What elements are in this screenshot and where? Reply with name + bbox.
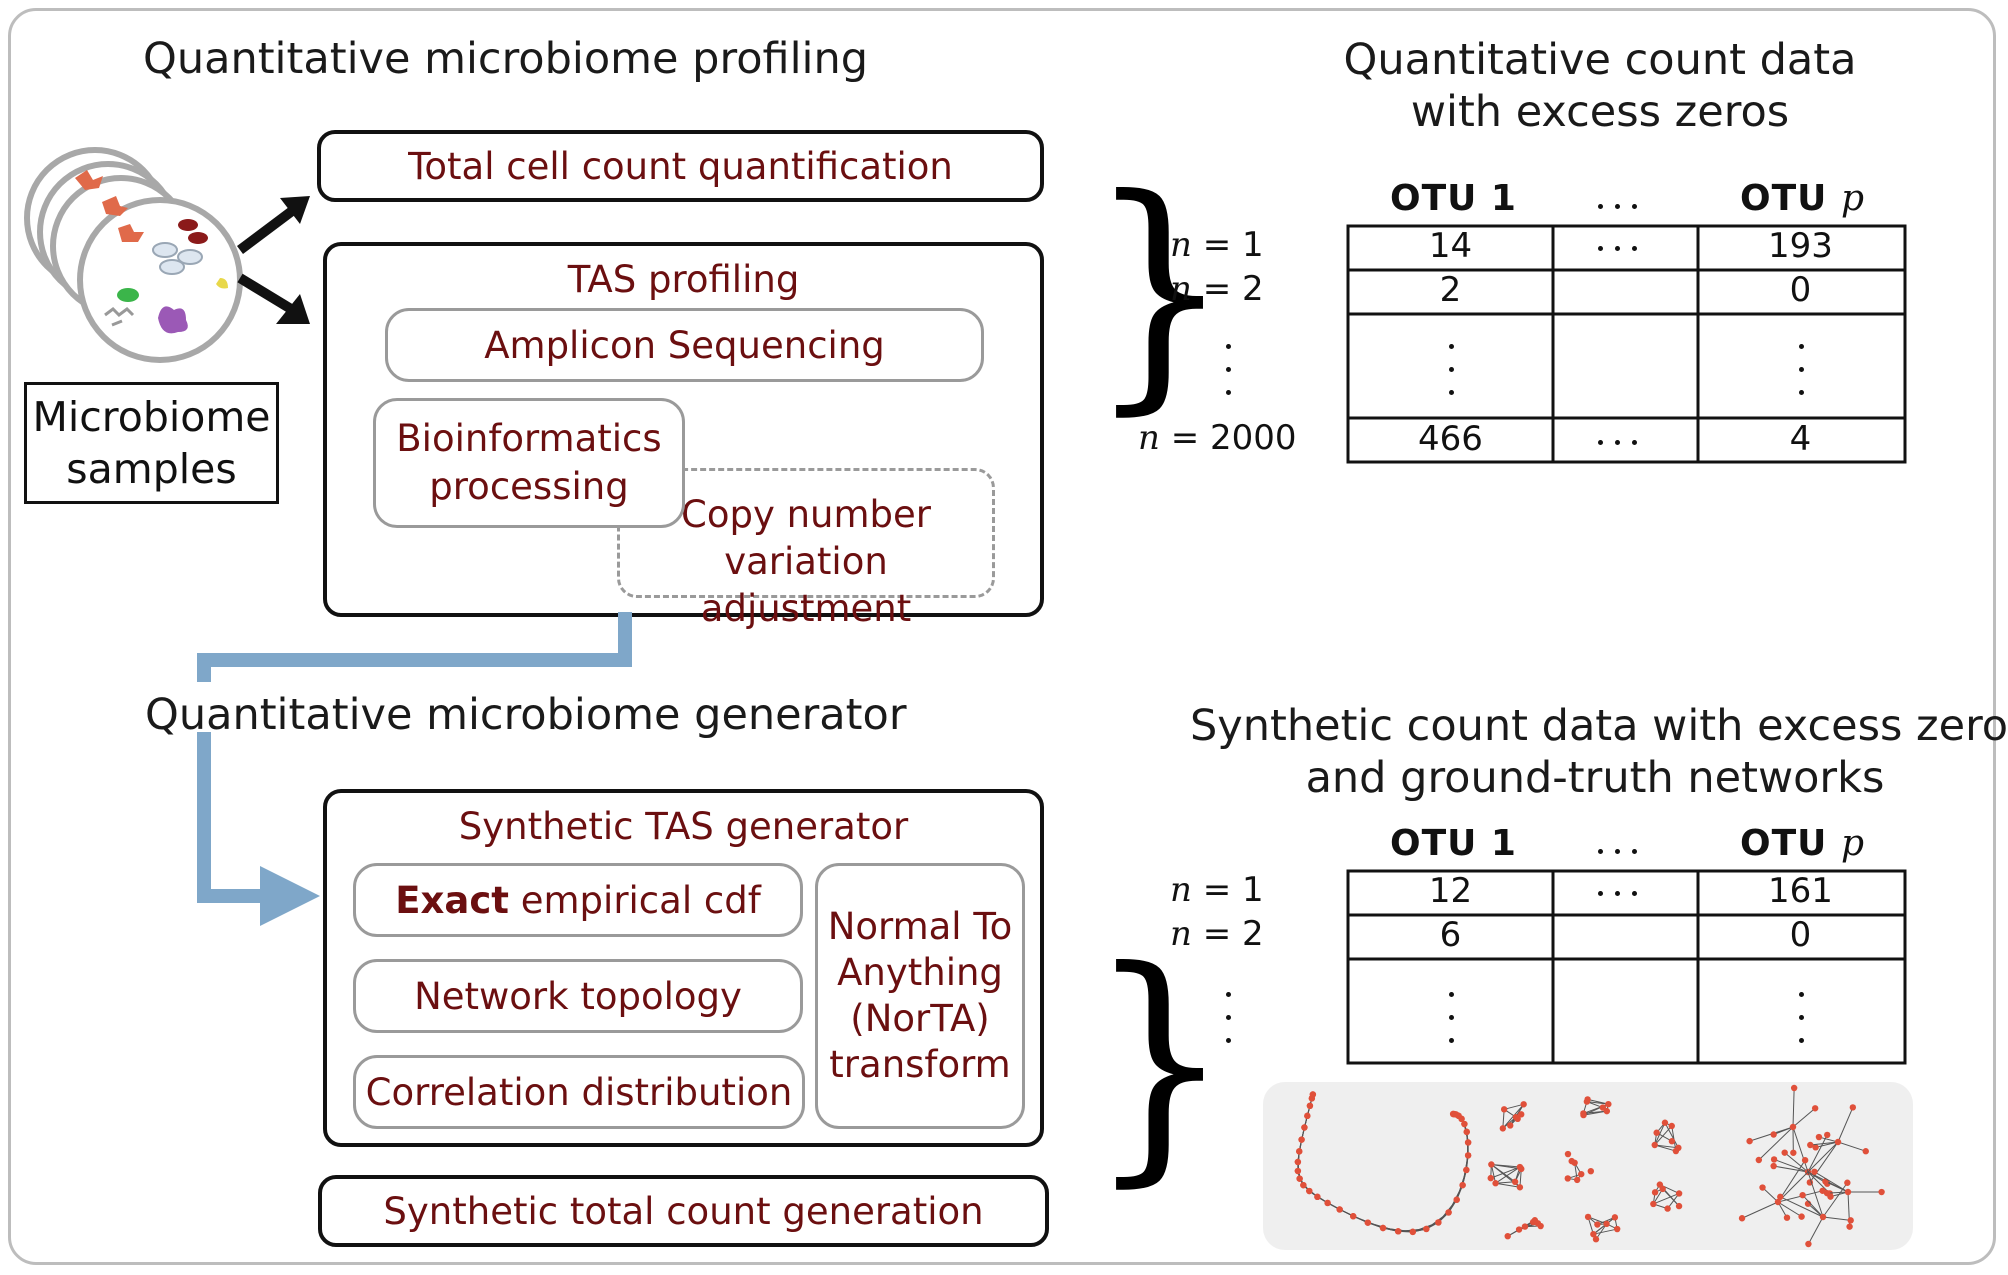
count-data-title-line1: Quantitative count data [1343,35,1857,85]
table1-cell-ellipsis [1598,246,1637,251]
table1-col-otup-text: OTU [1740,178,1828,219]
table2-col-otup-text: OTU [1740,823,1828,864]
table2-cell: 12 [1428,871,1473,911]
bioinformatics-label: Bioinformatics processing [396,417,662,508]
correlation-box: Correlation distribution [353,1055,805,1129]
network-graph-icon [1294,1084,1885,1248]
table2-row-label-2: n = 2 [1170,914,1264,954]
generator-title: Quantitative microbiome generator [145,690,907,740]
network-panel [1263,1082,1913,1250]
table1-col-ellipsis [1598,204,1637,209]
table1-cell: 193 [1768,226,1833,266]
table1-col-otu1: OTU 1 [1390,178,1517,219]
table1-cell: 14 [1428,226,1473,266]
exact-cdf-box: Exact empirical cdf [353,863,803,937]
table1-row-label-n: n = 2000 [1138,418,1297,458]
table1-grid [1346,224,1907,464]
amplicon-sequencing-label: Amplicon Sequencing [484,323,885,367]
norta-label: Normal To Anything (NorTA) transform [827,905,1013,1086]
norta-box: Normal To Anything (NorTA) transform [815,863,1025,1129]
table1-row-label-1: n = 1 [1170,225,1264,265]
table1-cell: 4 [1789,419,1812,459]
total-cell-count-label: Total cell count quantification [408,144,953,188]
table1-colp-vdots [1799,344,1805,413]
table1-cell-ellipsis [1598,440,1637,445]
row-eq: = 1 [1191,225,1264,265]
microbiome-samples-label: Microbiome samples [24,382,279,504]
correlation-label: Correlation distribution [365,1070,793,1114]
count-data-title-line2: with excess zeros [1410,87,1790,137]
table2-row-label-1: n = 1 [1170,870,1264,910]
tas-generator-label: Synthetic TAS generator [458,805,909,848]
row-var: n [1170,269,1192,309]
row-var: n [1170,870,1192,910]
brace-icon: } [1087,145,1232,436]
network-topology-box: Network topology [353,959,803,1033]
count-data-title: Quantitative count data with excess zero… [1300,34,1900,138]
table2-col-otup-var: p [1840,823,1865,864]
synthetic-title-line2: and ground-truth networks [1305,753,1885,803]
exact-bold: Exact [395,878,509,922]
table1-col1-vdots [1449,344,1455,413]
blue-arrow-icon [197,732,320,926]
tas-generator-box: Synthetic TAS generator Exact empirical … [323,789,1044,1147]
row-var: n [1138,418,1160,458]
tas-profiling-box: TAS profiling Amplicon Sequencing Copy n… [323,242,1044,630]
table2-cell: 6 [1439,915,1462,955]
table2-row-vdots [1226,992,1232,1061]
table2-col1-vdots [1449,992,1455,1061]
copy-number-label: Copy number variation adjustment [680,493,932,630]
table1-col-otup: OTU p [1740,178,1865,219]
table2-col-otu1: OTU 1 [1390,823,1517,864]
row-eq: = 1 [1191,870,1264,910]
row-var: n [1170,914,1192,954]
tas-profiling-label: TAS profiling [567,258,800,301]
row-eq: = 2 [1191,914,1264,954]
row-eq: = 2 [1191,269,1264,309]
table2-colp-vdots [1799,992,1805,1061]
table2-col-otup: OTU p [1740,823,1865,864]
exact-rest: empirical cdf [508,878,761,922]
table1-row-label-2: n = 2 [1170,269,1264,309]
row-eq: = 2000 [1159,418,1297,458]
table2-cell-ellipsis [1598,891,1637,896]
figure-frame [8,8,1996,1265]
table2-cell: 161 [1768,871,1833,911]
amplicon-sequencing-box: Amplicon Sequencing [385,308,984,382]
total-count-label: Synthetic total count generation [383,1189,984,1233]
network-topology-label: Network topology [414,974,742,1018]
synthetic-title: Synthetic count data with excess zeros a… [1190,700,2008,804]
total-cell-count-box: Total cell count quantification [317,130,1044,202]
total-count-box: Synthetic total count generation [318,1175,1049,1247]
profiling-title: Quantitative microbiome profiling [143,34,869,84]
table1-cell: 0 [1789,270,1812,310]
table1-row-vdots [1226,344,1232,413]
blue-connector-line [197,612,632,682]
synthetic-title-line1: Synthetic count data with excess zeros [1190,701,2008,751]
black-arrow-icon [237,196,310,324]
petri-dish-icon [24,147,243,363]
exact-cdf-label: Exact empirical cdf [395,879,760,922]
table1-cell: 2 [1439,270,1462,310]
table1-col-otup-var: p [1840,178,1865,219]
table1-cell: 466 [1418,419,1483,459]
brace-icon: } [1087,917,1232,1208]
row-var: n [1170,225,1192,265]
table2-cell: 0 [1789,915,1812,955]
table2-col-ellipsis [1598,849,1637,854]
bioinformatics-box: Bioinformatics processing [373,398,685,528]
table2-grid [1346,869,1907,1065]
